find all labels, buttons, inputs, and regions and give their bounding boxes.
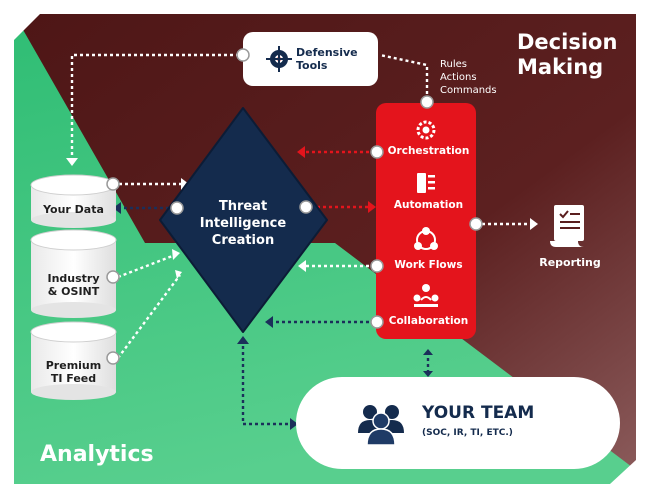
collaboration-icon xyxy=(413,284,439,307)
team-pill[interactable] xyxy=(296,377,620,469)
threat-intelligence-hub[interactable] xyxy=(159,107,328,333)
team-title: YOUR TEAM xyxy=(422,403,535,423)
arrowhead xyxy=(423,349,433,355)
node xyxy=(299,200,313,214)
team-icon xyxy=(358,405,404,446)
defensive-tools-label: Defensive Tools xyxy=(296,46,358,72)
workflow-icon xyxy=(414,227,438,250)
arrowhead xyxy=(237,336,249,344)
connector-hub-to-team xyxy=(241,340,292,426)
arrowhead xyxy=(530,218,538,230)
cylinder-bottom xyxy=(31,302,116,318)
hub-label: Threat Intelligence Creation xyxy=(199,199,287,248)
automation-icon xyxy=(417,173,435,193)
cylinder-top xyxy=(30,229,117,251)
arrowhead xyxy=(368,201,376,213)
corner-cut-br xyxy=(610,460,636,484)
source-your-data[interactable] xyxy=(30,174,117,228)
document-icon xyxy=(550,205,584,247)
cylinder-body xyxy=(31,240,116,310)
source-label-premium: Premium TI Feed xyxy=(45,359,102,385)
crosshair-icon xyxy=(266,46,292,72)
node xyxy=(106,270,120,284)
hub-diamond xyxy=(159,107,328,333)
connector-osint-to-hub xyxy=(117,253,176,279)
connector-tools-to-data xyxy=(70,53,245,160)
reporting-label: Reporting xyxy=(539,256,601,269)
node xyxy=(106,177,120,191)
arrowhead xyxy=(298,260,306,272)
node xyxy=(370,315,384,329)
soar-label-automation: Automation xyxy=(393,199,464,211)
soar-label-collaboration: Collaboration xyxy=(388,315,469,327)
connection-nodes xyxy=(106,48,483,365)
arrowhead xyxy=(181,178,189,190)
cylinder-bottom xyxy=(31,212,116,228)
soar-label-orchestration: Orchestration xyxy=(387,145,470,157)
arrowhead xyxy=(113,202,121,214)
node xyxy=(420,95,434,109)
source-industry-osint[interactable] xyxy=(30,229,117,318)
source-label-industry: Industry & OSINT xyxy=(47,272,100,298)
arrowhead xyxy=(66,158,78,166)
cylinder-bottom xyxy=(31,384,116,400)
arrowhead xyxy=(297,146,305,158)
connector-rac-to-tools xyxy=(379,53,429,100)
arrowhead xyxy=(265,316,273,328)
node xyxy=(170,201,184,215)
arrowheads xyxy=(66,146,538,430)
arrowhead xyxy=(423,371,433,377)
connector-premium-to-hub xyxy=(117,274,181,359)
soar-panel xyxy=(376,103,476,339)
node xyxy=(236,48,250,62)
source-premium-ti[interactable] xyxy=(30,321,117,400)
soar-label-workflows: Work Flows xyxy=(394,259,463,271)
cylinder-top xyxy=(30,174,117,196)
rules-actions-commands-label: Rules Actions Commands xyxy=(440,59,497,96)
defensive-tools-box[interactable] xyxy=(243,32,378,86)
arrowhead xyxy=(172,249,180,260)
region-title-analytics: Analytics xyxy=(40,442,154,467)
node xyxy=(370,145,384,159)
node xyxy=(370,259,384,273)
gear-icon xyxy=(416,120,436,140)
node xyxy=(469,217,483,231)
region-title-decision: Decision Making xyxy=(517,30,618,79)
decision-making-region xyxy=(14,14,636,470)
source-label-your-data: Your Data xyxy=(43,203,104,216)
arrowhead xyxy=(290,418,298,430)
connectors xyxy=(70,53,530,426)
corner-cut xyxy=(14,14,40,40)
node xyxy=(106,351,120,365)
source-stack xyxy=(30,174,117,400)
team-subtitle: (SOC, IR, TI, ETC.) xyxy=(422,428,513,438)
cylinder-top xyxy=(30,321,117,343)
arrowhead xyxy=(175,270,182,279)
